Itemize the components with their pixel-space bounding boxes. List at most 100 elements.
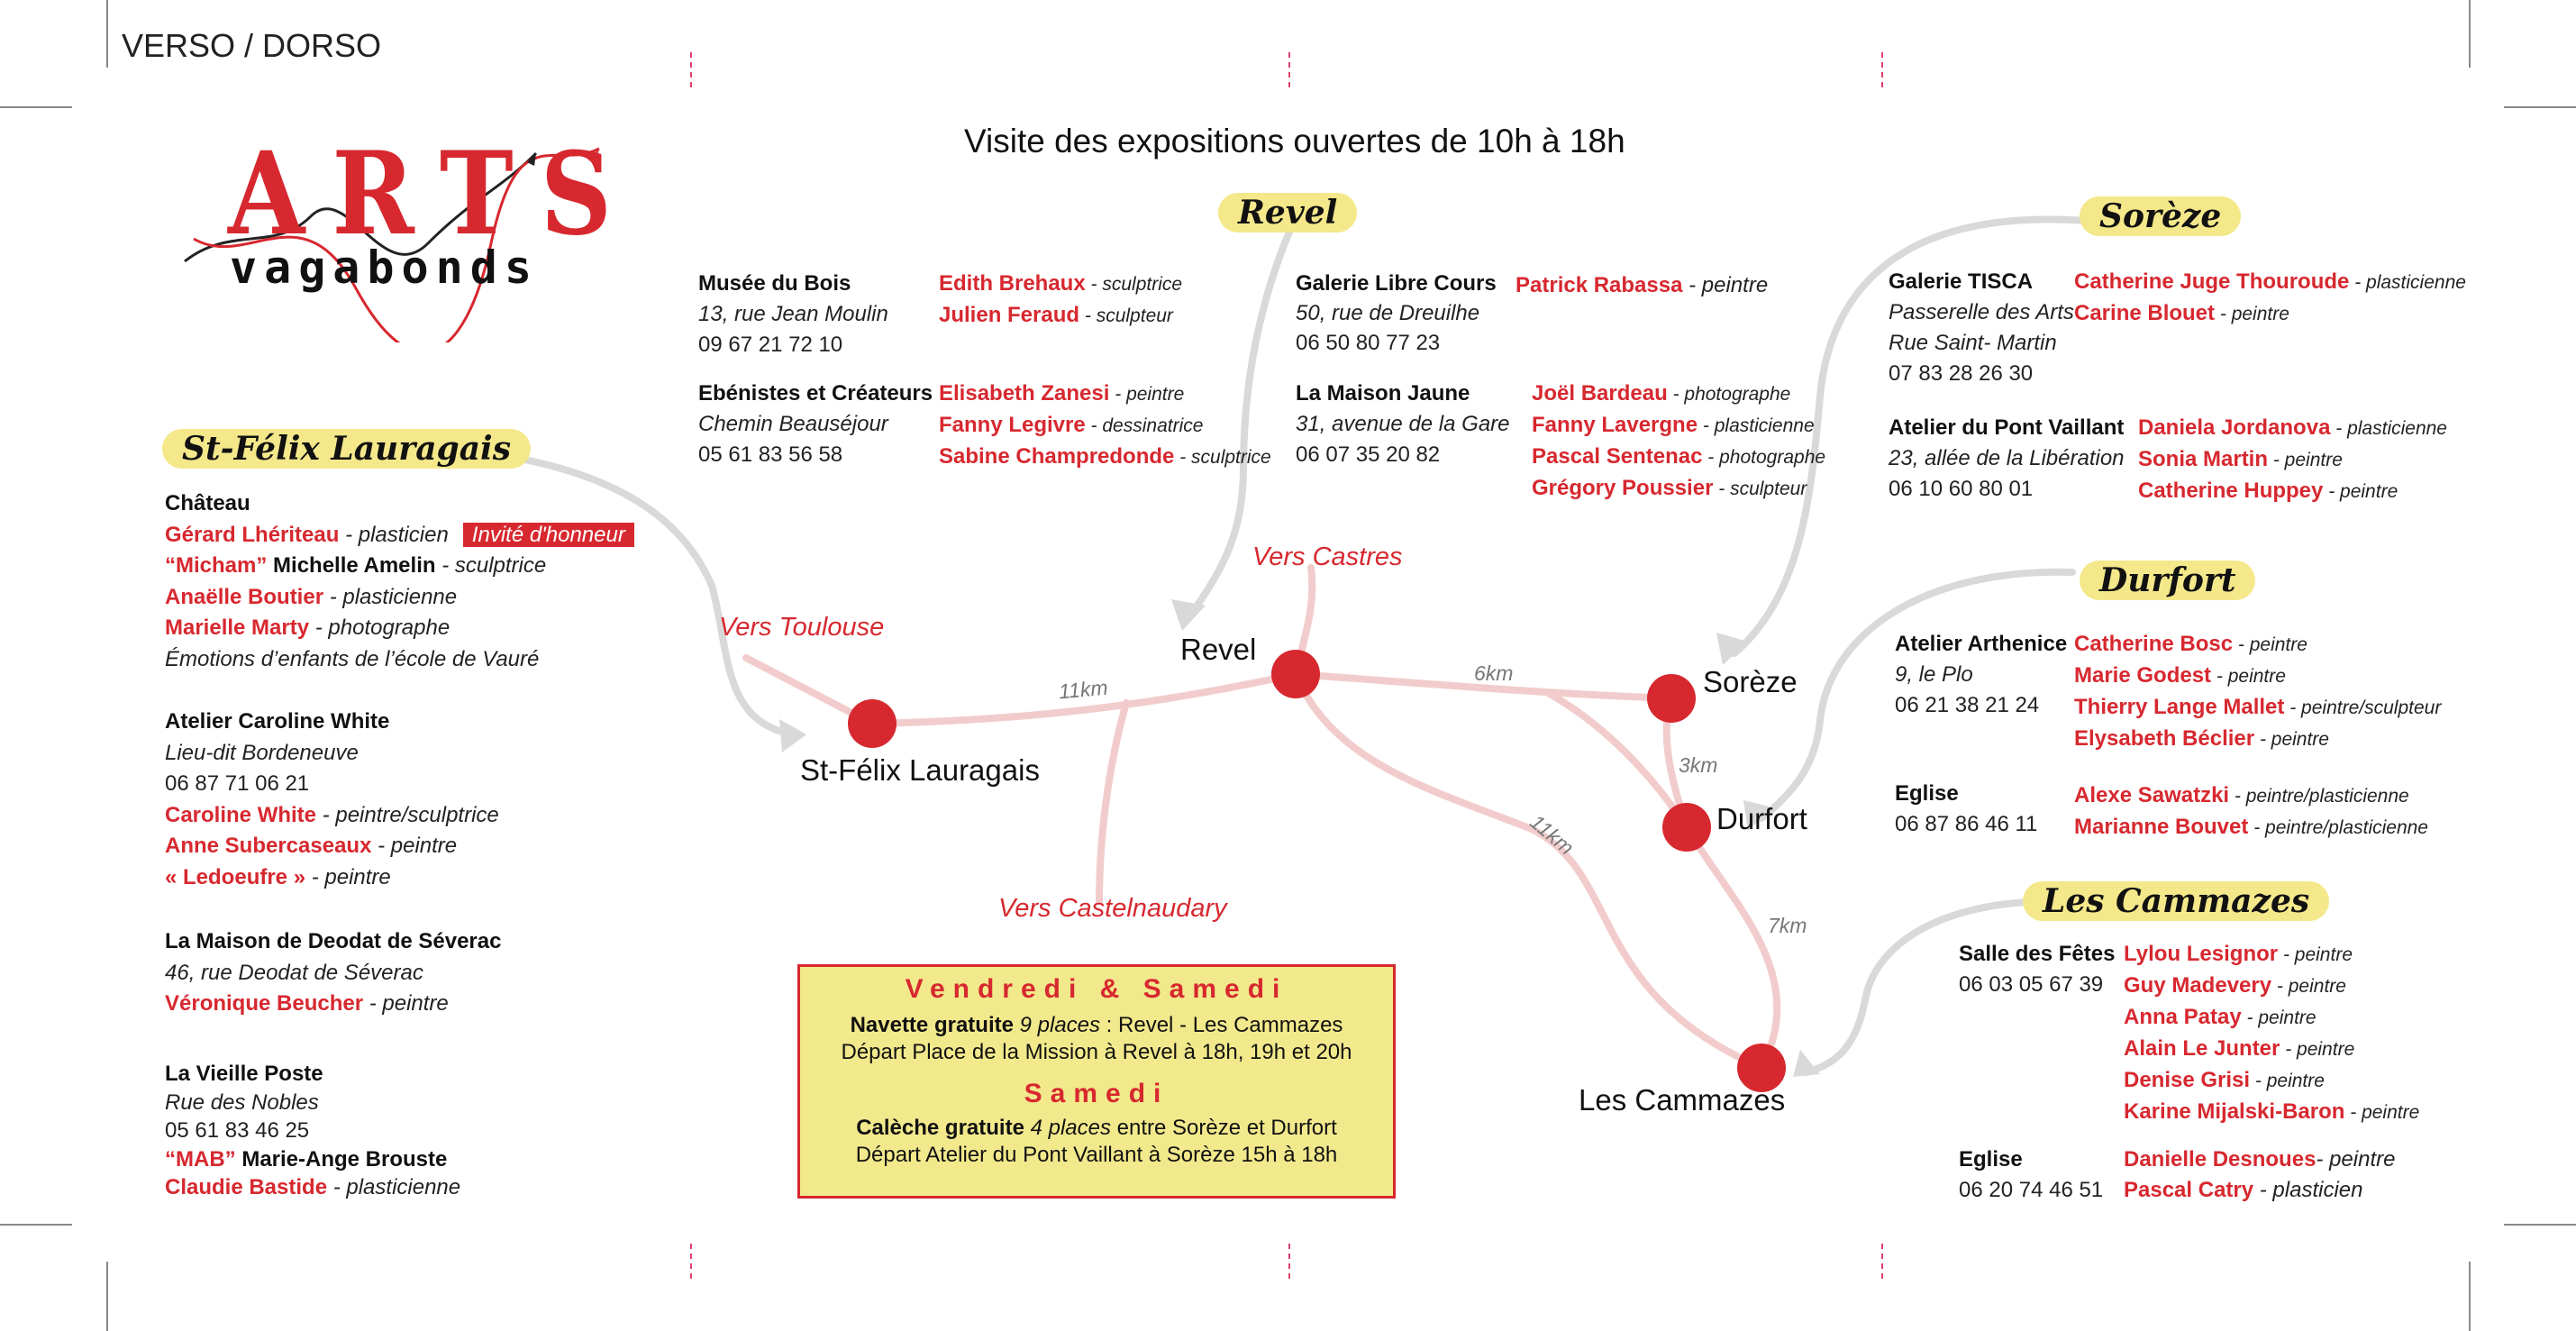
artists-pont-vaillant: Daniela Jordanova - plasticienne Sonia M… xyxy=(2138,413,2447,507)
venue-name: Salle des Fêtes xyxy=(1959,942,2116,966)
venue-address: 23, allée de la Libération xyxy=(1889,446,2125,470)
list-item: Thierry Lange Mallet - peintre/sculpteur xyxy=(2074,695,2442,719)
venue-phone: 06 21 38 21 24 xyxy=(1895,693,2040,717)
list-item: Anne Subercaseaux - peintre xyxy=(165,834,458,858)
list-item: Anna Patay - peintre xyxy=(2124,1005,2317,1029)
list-item: Catherine Huppey - peintre xyxy=(2138,479,2399,503)
registration-mark xyxy=(1288,1244,1290,1280)
arrow-soreze xyxy=(1731,215,2089,657)
list-item: Pascal Catry - plasticien xyxy=(2124,1178,2363,1202)
map-label-soreze: Sorèze xyxy=(1703,665,1798,698)
crop-mark xyxy=(106,1262,108,1331)
list-item: Alain Le Junter - peintre xyxy=(2124,1036,2355,1061)
list-item: Lylou Lesignor - peintre xyxy=(2124,942,2353,966)
town-badge-revel: Revel xyxy=(1218,193,1358,232)
town-dot-revel xyxy=(1271,650,1320,698)
venue-name: La Maison Jaune xyxy=(1296,381,1470,406)
venue-pont-vaillant: Atelier du Pont Vaillant 23, allée de la… xyxy=(1889,413,2125,505)
town-dot-soreze xyxy=(1647,674,1696,723)
venue-maison-jaune: La Maison Jaune 31, avenue de la Gare 06… xyxy=(1296,378,1510,470)
town-badge-soreze: Sorèze xyxy=(2080,196,2242,236)
list-item: Marie Godest - peintre xyxy=(2074,663,2286,688)
list-item: Patrick Rabassa - peintre xyxy=(1516,273,1769,297)
town-dot-durfort xyxy=(1662,803,1711,852)
logo-word-vagabonds: vagabonds xyxy=(230,242,539,294)
venue-address: Rue des Nobles xyxy=(165,1089,319,1115)
list-item: Sabine Champredonde - sculptrice xyxy=(939,444,1271,469)
venue-galerie-tisca: Galerie TISCA Passerelle des Arts Rue Sa… xyxy=(1889,267,2074,389)
list-item: Guy Madevery - peintre xyxy=(2124,973,2346,998)
venue-ebenistes: Ebénistes et Créateurs Chemin Beauséjour… xyxy=(698,378,933,470)
list-item: Sonia Martin - peintre xyxy=(2138,447,2343,471)
arrow-revel xyxy=(1186,226,1294,621)
registration-mark xyxy=(1881,1244,1883,1280)
registration-mark xyxy=(1881,52,1883,88)
list-item: Anaëlle Boutier - plasticienne xyxy=(165,584,458,609)
venue-phone: 09 67 21 72 10 xyxy=(698,333,843,357)
list-item: « Ledoeufre » - peintre xyxy=(165,864,391,889)
artists-galerie-tisca: Catherine Juge Thouroude - plasticienne … xyxy=(2074,267,2466,330)
direction-toulouse: Vers Toulouse xyxy=(719,613,885,642)
list-item: Marianne Bouvet - peintre/plasticienne xyxy=(2074,815,2428,839)
artists-musee-bois: Edith Brehaux - sculptrice Julien Feraud… xyxy=(939,269,1182,332)
list-item: Marielle Marty - photographe xyxy=(165,615,451,640)
list-item: Elysabeth Béclier - peintre xyxy=(2074,726,2329,751)
list-item: “MAB” Marie-Ange Brouste xyxy=(165,1146,448,1171)
map-label-cammazes: Les Cammazes xyxy=(1579,1083,1786,1117)
crop-mark xyxy=(2469,0,2471,68)
arrow-stfelix xyxy=(465,447,796,738)
venue-eglise-cammazes: Eglise 06 20 74 46 51 xyxy=(1959,1144,2103,1206)
venue-name: Atelier Arthenice xyxy=(1895,632,2068,656)
crop-mark xyxy=(0,1224,72,1226)
page-title: Visite des expositions ouvertes de 10h à… xyxy=(964,123,1625,160)
logo-word-arts: ARTS xyxy=(228,126,640,260)
venue-name: Ebénistes et Créateurs xyxy=(698,381,933,406)
venue-name: Eglise xyxy=(1895,781,1959,806)
venue-address: 46, rue Deodat de Séverac xyxy=(165,960,423,985)
info-navette-line: Navette gratuite 9 places : Revel - Les … xyxy=(850,1013,1343,1037)
venue-salle-fetes: Salle des Fêtes 06 03 05 67 39 xyxy=(1959,939,2115,1000)
list-item: Catherine Juge Thouroude - plasticienne xyxy=(2074,269,2466,294)
crop-mark xyxy=(2504,1224,2576,1226)
venue-address: 50, rue de Dreuilhe xyxy=(1296,301,1480,325)
venue-address: 13, rue Jean Moulin xyxy=(698,302,888,326)
venue-name: Château xyxy=(165,491,250,515)
list-item: Fanny Lavergne - plasticienne xyxy=(1532,413,1815,437)
crop-mark xyxy=(2504,106,2576,108)
list-item: Elisabeth Zanesi - peintre xyxy=(939,381,1185,406)
crop-mark xyxy=(0,106,72,108)
list-item: Daniela Jordanova - plasticienne xyxy=(2138,415,2447,440)
list-item: Alexe Sawatzki - peintre/plasticienne xyxy=(2074,783,2409,807)
venue-deodat: La Maison de Deodat de Séverac 46, rue D… xyxy=(165,926,501,1020)
venue-name: Galerie Libre Cours xyxy=(1296,271,1497,296)
distance-felix-revel: 11km xyxy=(1057,675,1109,704)
road-revel-soreze xyxy=(1292,670,1675,702)
artists-eglise-durfort: Alexe Sawatzki - peintre/plasticienne Ma… xyxy=(2074,780,2428,843)
venue-address: Rue Saint- Martin xyxy=(1889,331,2057,355)
venue-name: Musée du Bois xyxy=(698,271,851,296)
list-item: Caroline White - peintre/sculptrice xyxy=(165,802,499,827)
venue-musee-bois: Musée du Bois 13, rue Jean Moulin 09 67 … xyxy=(698,269,888,360)
venue-address: 31, avenue de la Gare xyxy=(1296,412,1510,436)
list-item: “Micham” Michelle Amelin - sculptrice xyxy=(165,553,547,578)
info-navette-departure: Départ Place de la Mission à Revel à 18h… xyxy=(841,1040,1352,1064)
registration-mark xyxy=(1288,52,1290,88)
artists-galerie-libre-cours: Patrick Rabassa - peintre xyxy=(1516,270,1768,301)
shuttle-info-box: Vendredi & Samedi Navette gratuite 9 pla… xyxy=(797,964,1396,1199)
info-heading-sat: Samedi xyxy=(1024,1079,1170,1108)
registration-mark xyxy=(690,52,692,88)
crop-mark xyxy=(106,0,108,68)
venue-eglise-durfort: Eglise 06 87 86 46 11 xyxy=(1895,779,2037,840)
road-revel-cammazes xyxy=(1292,670,1765,1071)
map-label-durfort: Durfort xyxy=(1716,802,1807,835)
list-item: Carine Blouet - peintre xyxy=(2074,301,2289,325)
map-label-stfelix: St-Félix Lauragais xyxy=(800,753,1040,787)
venue-phone: 06 87 86 46 11 xyxy=(1895,812,2038,836)
crop-mark xyxy=(2469,1262,2471,1331)
venue-address: 9, le Plo xyxy=(1895,662,1973,687)
town-dot-cammazes xyxy=(1737,1044,1786,1092)
venue-name: Eglise xyxy=(1959,1147,2023,1171)
venue-phone: 06 87 71 06 21 xyxy=(165,771,310,796)
